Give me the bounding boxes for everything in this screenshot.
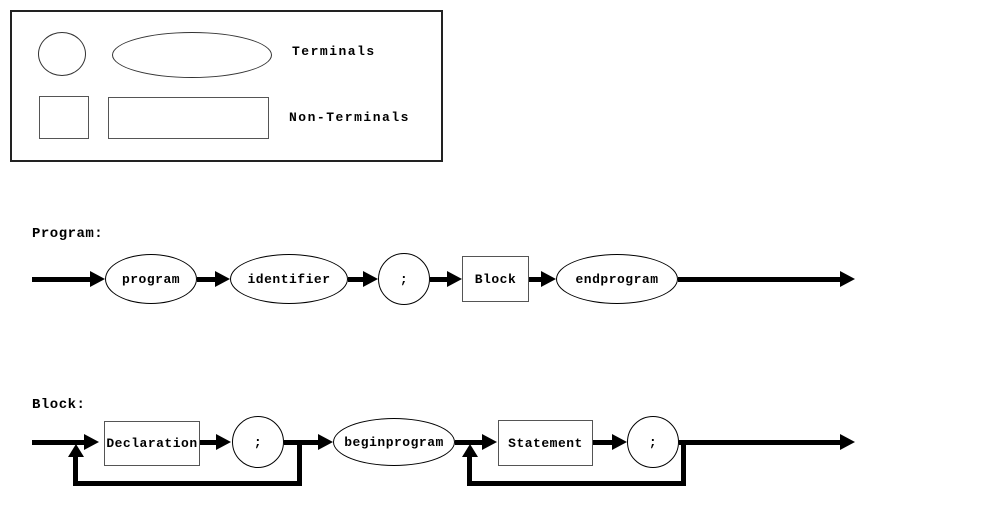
node-semicolon-3: ; [627,416,679,468]
node-identifier: identifier [230,254,348,304]
flow-line [200,440,217,445]
arrow-head [215,271,230,287]
flow-line [348,277,365,282]
node-program: program [105,254,197,304]
node-block: Block [462,256,529,302]
flow-line [455,440,483,445]
node-beginprogram: beginprogram [333,418,455,466]
arrow-head [363,271,378,287]
flow-line [430,277,449,282]
node-semicolon-1: ; [378,253,430,305]
arrow-head [84,434,99,450]
loop-line-down [297,442,302,486]
arrow-head [612,434,627,450]
loop-line-up [73,455,78,486]
arrow-head [447,271,462,287]
node-declaration: Declaration [104,421,200,466]
loop-line-bottom [73,481,302,486]
flow-line [284,440,319,445]
arrow-head [482,434,497,450]
legend-terminal-circle [38,32,86,76]
flow-line [32,277,91,282]
loop-line-bottom [467,481,686,486]
legend-terminal-ellipse [112,32,272,78]
flow-line [678,277,841,282]
arrow-head [318,434,333,450]
flow-line [529,277,543,282]
flow-line [32,440,85,445]
arrow-head [216,434,231,450]
arrow-head [90,271,105,287]
legend-nonterminal-square [39,96,89,139]
loop-arrow-head [462,444,478,457]
legend-box: Terminals Non-Terminals [10,10,443,162]
arrow-head [840,271,855,287]
legend-terminals-label: Terminals [292,44,376,59]
loop-line-down [681,442,686,486]
flow-line [679,440,841,445]
legend-non-terminals-label: Non-Terminals [289,110,410,125]
node-statement: Statement [498,420,593,466]
flow-line [197,277,217,282]
node-endprogram: endprogram [556,254,678,304]
legend-nonterminal-rectangle [108,97,269,139]
block-diagram-title: Block: [32,397,86,413]
flow-line [593,440,613,445]
arrow-head [541,271,556,287]
arrow-head [840,434,855,450]
node-semicolon-2: ; [232,416,284,468]
program-diagram-title: Program: [32,226,104,242]
loop-arrow-head [68,444,84,457]
loop-line-up [467,455,472,486]
